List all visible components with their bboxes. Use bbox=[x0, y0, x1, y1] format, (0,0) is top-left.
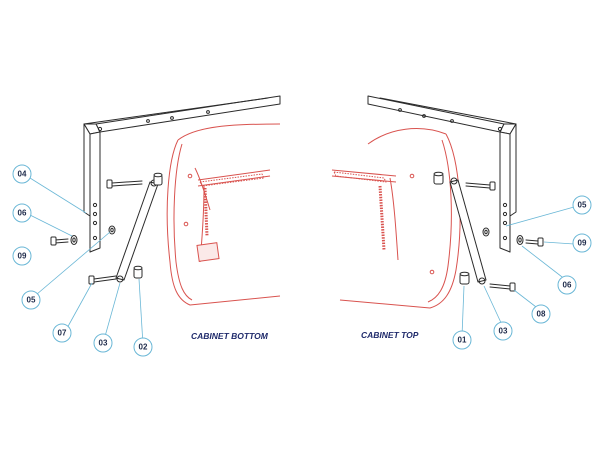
callout-06: 06 bbox=[12, 203, 32, 223]
right-bolt-09 bbox=[525, 237, 544, 247]
left-bracket-rail bbox=[83, 95, 281, 135]
svg-text:01: 01 bbox=[458, 336, 467, 345]
left-bolt-top bbox=[106, 179, 143, 189]
svg-text:09: 09 bbox=[18, 252, 27, 261]
callout-01-right: 01 bbox=[452, 330, 472, 350]
left-washer-06 bbox=[70, 235, 78, 245]
callout-02: 02 bbox=[133, 337, 153, 357]
caption-cabinet-bottom: CABINET BOTTOM bbox=[191, 331, 269, 341]
right-assembly: 05 09 06 08 03 01 CABINET TOP bbox=[331, 95, 592, 350]
svg-text:09: 09 bbox=[578, 239, 587, 248]
callout-06-right: 06 bbox=[557, 275, 577, 295]
svg-text:03: 03 bbox=[99, 339, 108, 348]
right-spacer-top bbox=[433, 171, 444, 185]
left-bolt-09 bbox=[50, 236, 69, 246]
svg-text:04: 04 bbox=[18, 170, 27, 179]
right-washer-05 bbox=[482, 227, 490, 237]
callout-04: 04 bbox=[12, 164, 32, 184]
right-bolt-08 bbox=[489, 282, 516, 292]
callout-03: 03 bbox=[93, 333, 113, 353]
right-bracket-leg bbox=[499, 123, 517, 253]
svg-text:02: 02 bbox=[139, 343, 148, 352]
left-cabinet-rigging-strip bbox=[199, 173, 265, 237]
svg-text:07: 07 bbox=[58, 329, 67, 338]
right-washer-06 bbox=[516, 235, 524, 245]
callout-08-right: 08 bbox=[531, 304, 551, 324]
left-spacer-top bbox=[153, 172, 163, 186]
caption-cabinet-top: CABINET TOP bbox=[361, 330, 419, 340]
right-link-bar bbox=[449, 177, 487, 285]
right-bracket-rail bbox=[367, 95, 517, 135]
right-spacer-01 bbox=[459, 271, 470, 285]
right-cabinet-rigging-strip bbox=[333, 171, 387, 251]
right-bolt-top bbox=[465, 181, 496, 191]
callout-05-right: 05 bbox=[572, 195, 592, 215]
svg-text:08: 08 bbox=[537, 310, 546, 319]
callout-03-right: 03 bbox=[493, 321, 513, 341]
svg-text:06: 06 bbox=[563, 281, 572, 290]
callout-09: 09 bbox=[12, 246, 32, 266]
svg-text:05: 05 bbox=[578, 201, 587, 210]
left-bolt-07 bbox=[88, 275, 117, 285]
right-cabinet bbox=[331, 128, 461, 309]
left-spacer-02 bbox=[133, 265, 143, 279]
svg-text:06: 06 bbox=[18, 209, 27, 218]
svg-text:05: 05 bbox=[27, 296, 36, 305]
left-bracket-leg bbox=[83, 123, 101, 253]
callout-09-right: 09 bbox=[572, 233, 592, 253]
callout-07: 07 bbox=[52, 323, 72, 343]
left-washer-05 bbox=[108, 225, 116, 235]
left-cabinet bbox=[166, 123, 281, 306]
left-assembly: 04 06 09 05 07 03 02 CABINET BOTTOM bbox=[12, 95, 281, 357]
svg-text:03: 03 bbox=[499, 327, 508, 336]
callout-05: 05 bbox=[21, 290, 41, 310]
